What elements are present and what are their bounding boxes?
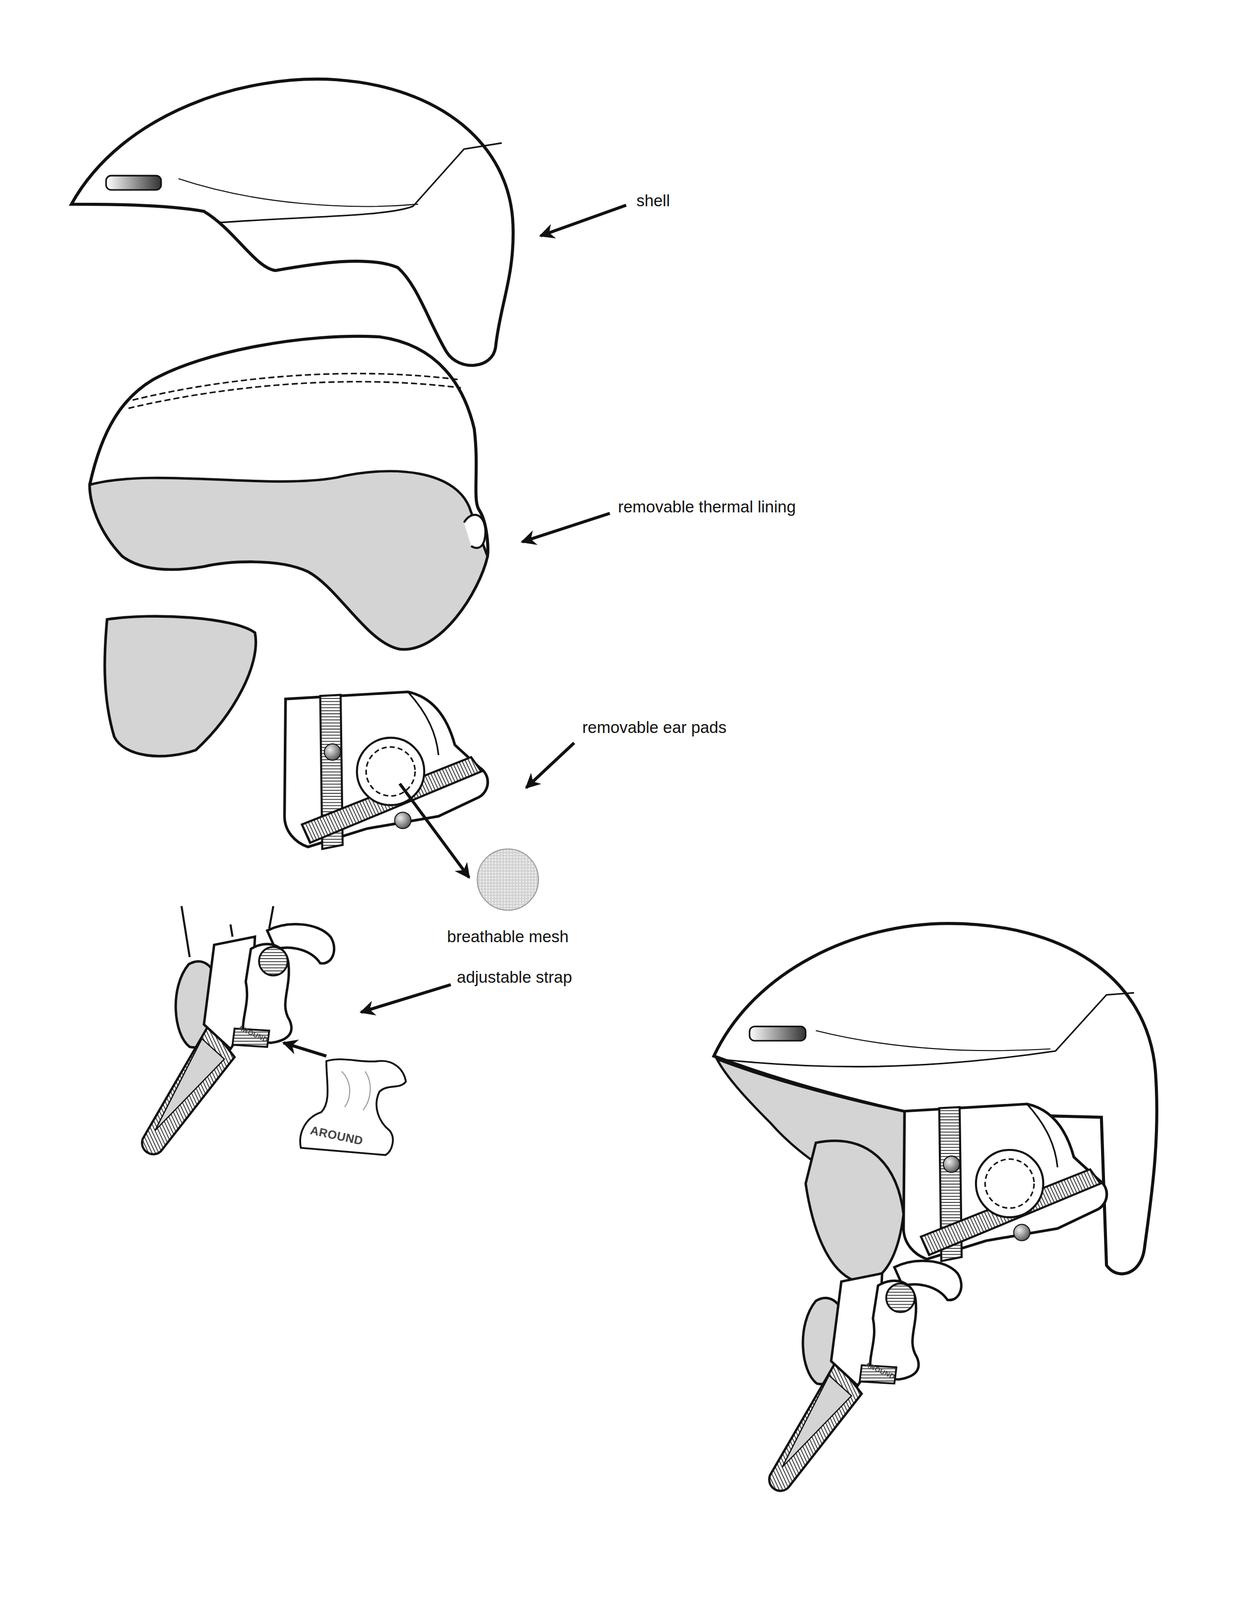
helmet-shell	[71, 79, 514, 366]
drawing-part	[106, 175, 162, 190]
drawing-part	[805, 1140, 904, 1282]
drawing-part	[360, 984, 451, 1013]
strap-assembly	[141, 905, 335, 1154]
drawing-part	[540, 205, 626, 236]
drawing-part	[769, 1260, 962, 1491]
part-label: shell	[636, 191, 670, 211]
ear-pad	[284, 691, 488, 849]
drawing-part	[219, 142, 502, 223]
part-label: removable ear pads	[582, 717, 727, 737]
part-label: breathable mesh	[446, 927, 569, 946]
drawing-part	[526, 742, 574, 788]
mesh-disc	[477, 848, 539, 911]
drawing-part	[749, 1025, 806, 1041]
thermal-lining	[89, 336, 488, 650]
drawing-part	[713, 923, 1157, 1274]
drawing-part	[399, 783, 470, 878]
leader-arrows	[283, 205, 626, 1056]
drawing-part	[522, 513, 610, 542]
buckle-piece	[300, 1059, 406, 1155]
drawing-part	[89, 336, 488, 650]
drawing-part	[300, 1059, 406, 1155]
drawing-part	[903, 1103, 1107, 1261]
drawing-part	[128, 381, 461, 409]
cheek-pad	[104, 616, 257, 756]
drawing-part	[283, 1042, 327, 1056]
drawing-part	[178, 178, 419, 207]
drawing-part	[341, 1070, 371, 1110]
assembled-helmet	[713, 923, 1157, 1491]
drawing-part	[141, 924, 335, 1154]
drawing-part	[464, 514, 486, 548]
part-label: removable thermal lining	[618, 497, 796, 517]
drawing-part	[815, 1030, 1051, 1051]
part-label: adjustable strap	[456, 968, 573, 987]
drawing-part	[132, 373, 459, 400]
drawing-part	[718, 992, 1135, 1066]
drawing-part	[71, 79, 514, 366]
